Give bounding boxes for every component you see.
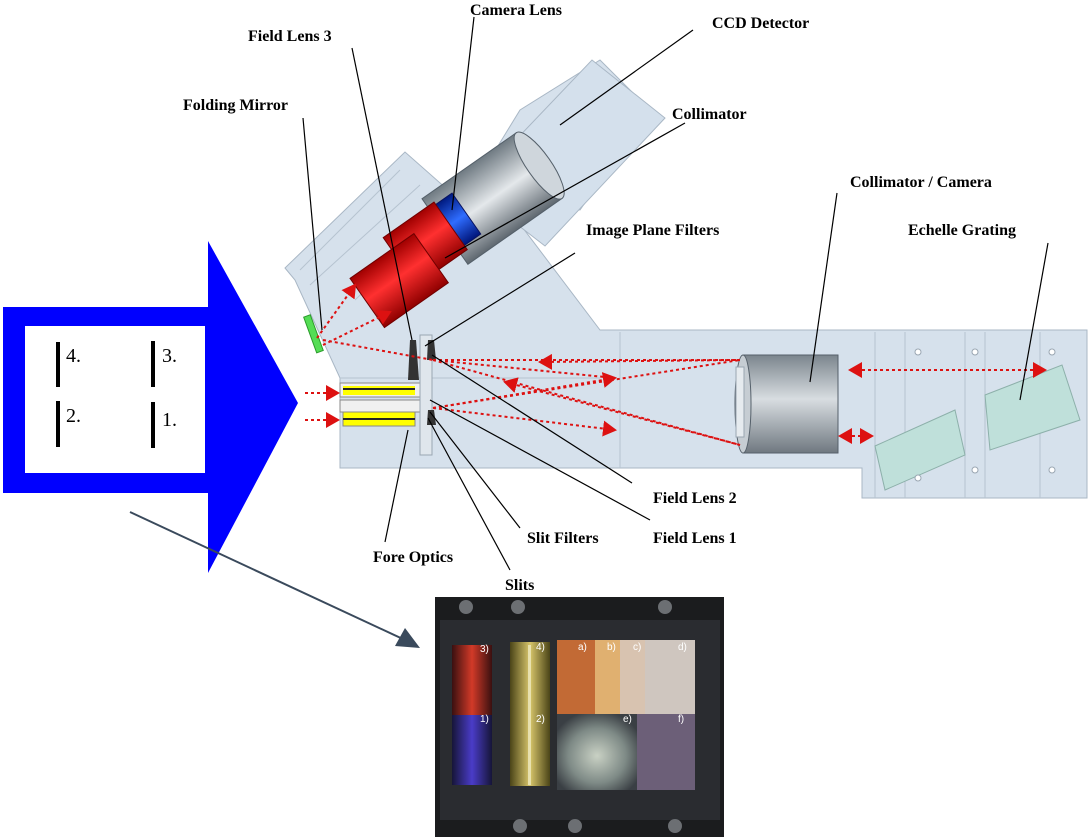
photo-slit-3: [452, 645, 492, 715]
label-folding-mirror: Folding Mirror: [183, 97, 288, 114]
photo-label-c: c): [633, 642, 641, 653]
photo-filter-c: [620, 640, 645, 714]
label-collimator-camera: Collimator / Camera: [850, 174, 992, 191]
label-field-lens-1: Field Lens 1: [653, 530, 737, 547]
cross-disperser: [874, 409, 966, 491]
photo-label-2: 2): [536, 714, 545, 725]
zoom-pointer-arrow: [129, 511, 420, 648]
label-camera-lens: Camera Lens: [470, 2, 562, 19]
label-echelle-grating: Echelle Grating: [908, 222, 1016, 239]
photo-label-4: 4): [536, 642, 545, 653]
photo-filter-d: [645, 640, 695, 714]
photo-label-f: f): [678, 714, 684, 725]
photo-slit-1: [452, 715, 492, 785]
label-fore-optics: Fore Optics: [373, 549, 453, 566]
slit-bar-1: [151, 402, 155, 448]
label-slit-filters: Slit Filters: [527, 530, 599, 547]
photo-filter-e: [557, 714, 637, 790]
photo-label-1: 1): [480, 714, 489, 725]
slit-input-arrow: 4. 3. 2. 1.: [3, 241, 298, 573]
filter-photo: 3) 4) 1) 2) a) b) c) d) e) f): [435, 597, 724, 837]
label-slits: Slits: [505, 577, 534, 594]
slit-assembly: [408, 334, 436, 456]
slit-bar-2: [56, 401, 60, 447]
photo-label-b: b): [607, 642, 616, 653]
label-image-plane-filters: Image Plane Filters: [586, 222, 719, 239]
slit-number-1: 1.: [162, 409, 177, 431]
mount-screws: [914, 348, 1056, 482]
label-field-lens-3: Field Lens 3: [248, 28, 332, 45]
label-field-lens-2: Field Lens 2: [653, 490, 737, 507]
photo-filter-f: [637, 714, 695, 790]
photo-label-d: d): [678, 642, 687, 653]
slit-number-3: 3.: [162, 345, 177, 367]
photo-label-a: a): [578, 642, 587, 653]
photo-label-3: 3): [480, 644, 489, 655]
slit-bar-3: [151, 341, 155, 387]
label-ccd-detector: CCD Detector: [712, 15, 809, 32]
slit-layout-panel: [25, 326, 205, 473]
photo-filter-a: [557, 640, 595, 714]
photo-filter-b: [595, 640, 620, 714]
light-rays: [305, 283, 1047, 446]
collimator-camera: [734, 354, 839, 454]
slit-bar-4: [56, 342, 60, 387]
fore-optics: [339, 382, 421, 427]
slit-number-2: 2.: [66, 405, 81, 427]
slit-number-4: 4.: [66, 345, 81, 367]
label-collimator: Collimator: [672, 106, 747, 123]
folding-mirror: [303, 314, 324, 354]
photo-label-e: e): [623, 714, 632, 725]
field-lens-3: [408, 340, 419, 380]
leader-lines: [302, 16, 1049, 571]
field-lens-2: [427, 340, 436, 360]
